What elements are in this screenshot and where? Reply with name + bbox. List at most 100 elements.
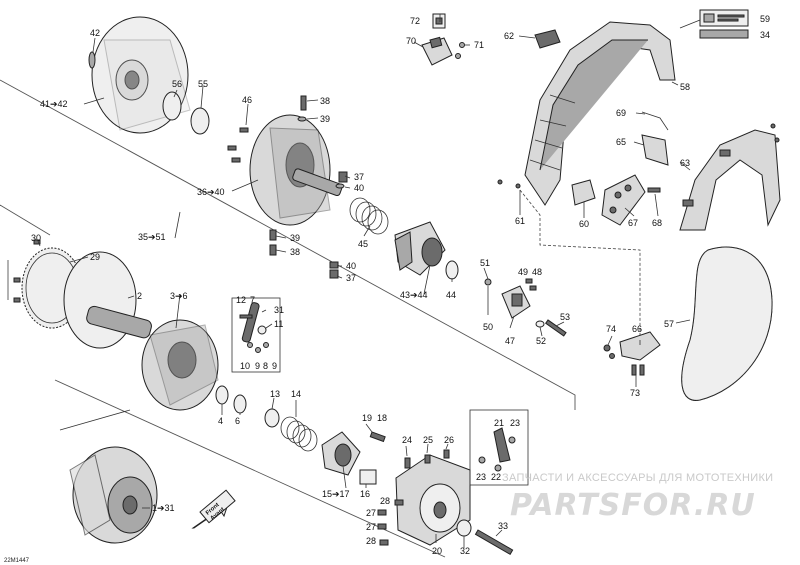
callout-40-lower: 40 bbox=[346, 261, 357, 271]
callout-73: 73 bbox=[630, 388, 641, 398]
callout-48: 48 bbox=[532, 267, 543, 277]
callout-27-lower: 27 bbox=[366, 522, 377, 532]
callout-2: 2 bbox=[137, 291, 143, 301]
callout-55: 55 bbox=[198, 79, 209, 89]
washer-44 bbox=[445, 260, 459, 280]
callout-9-left: 9 bbox=[255, 361, 261, 371]
callout-72: 72 bbox=[410, 16, 421, 26]
callout-67: 67 bbox=[628, 218, 639, 228]
knob-62 bbox=[534, 29, 561, 49]
plate-13 bbox=[264, 408, 280, 428]
plate-60 bbox=[571, 179, 596, 206]
bracket-67 bbox=[601, 174, 646, 226]
lock-kit-box bbox=[469, 409, 529, 486]
callout-69: 69 bbox=[616, 108, 627, 118]
callout-31-lever: 31 bbox=[274, 305, 285, 315]
callout-8: 8 bbox=[263, 361, 269, 371]
callout-23-lower: 23 bbox=[476, 472, 487, 482]
callout-60: 60 bbox=[579, 219, 590, 229]
callout-46: 46 bbox=[242, 95, 253, 105]
callout-47: 47 bbox=[505, 336, 516, 346]
callout-34: 34 bbox=[760, 30, 771, 40]
movable-sheave-3-6 bbox=[141, 319, 219, 411]
washer-55 bbox=[190, 107, 210, 135]
callout-41-42: 41➔42 bbox=[40, 99, 68, 109]
leader-lines bbox=[37, 14, 701, 548]
spring-45 bbox=[349, 197, 389, 235]
bushing-16 bbox=[359, 469, 377, 485]
washer-51 bbox=[484, 278, 492, 286]
callout-11: 11 bbox=[274, 319, 284, 329]
callout-71: 71 bbox=[474, 40, 485, 50]
callout-40-upper: 40 bbox=[354, 183, 365, 193]
callout-20: 20 bbox=[432, 546, 443, 556]
callout-28-upper: 28 bbox=[380, 496, 391, 506]
callout-37-upper: 37 bbox=[354, 172, 365, 182]
callout-7: 7 bbox=[250, 295, 256, 305]
clip-69 bbox=[641, 111, 669, 131]
ring-42 bbox=[88, 51, 96, 69]
callout-57: 57 bbox=[664, 319, 675, 329]
callout-38-lower: 38 bbox=[290, 247, 301, 257]
callout-43-44: 43➔44 bbox=[400, 290, 428, 300]
callout-33: 33 bbox=[498, 521, 509, 531]
callout-50: 50 bbox=[483, 322, 494, 332]
diagram-code: 22M1447 bbox=[4, 558, 30, 564]
callout-19: 19 bbox=[362, 413, 373, 423]
callout-22: 22 bbox=[491, 472, 502, 482]
cap-47 bbox=[501, 285, 531, 319]
callout-53: 53 bbox=[560, 312, 571, 322]
callout-26: 26 bbox=[444, 435, 455, 445]
screw-39b bbox=[269, 229, 277, 241]
watermark-caption: ЗАПЧАСТИ И АКСЕССУАРЫ ДЛЯ МОТОТЕХНИКИ bbox=[502, 472, 774, 484]
callout-24: 24 bbox=[402, 435, 413, 445]
drive-belt-57 bbox=[681, 246, 773, 401]
roller-37 bbox=[338, 171, 348, 183]
separator-line-left bbox=[0, 204, 51, 236]
callout-28-lower: 28 bbox=[366, 536, 377, 546]
bracket-66 bbox=[619, 331, 661, 361]
callout-52: 52 bbox=[536, 336, 547, 346]
callout-30: 30 bbox=[31, 233, 42, 243]
belt-guard-58 bbox=[524, 21, 676, 206]
washer-52 bbox=[535, 320, 545, 328]
spider-15-17 bbox=[321, 431, 361, 476]
movable-sheave-upper bbox=[249, 114, 343, 226]
callout-51: 51 bbox=[480, 258, 491, 268]
callout-39-lower: 39 bbox=[290, 233, 301, 243]
callout-29: 29 bbox=[90, 252, 101, 262]
fixed-sheave-2 bbox=[63, 251, 152, 349]
callout-74: 74 bbox=[606, 324, 617, 334]
complete-drive-pulley bbox=[69, 446, 158, 544]
callout-9-right: 9 bbox=[272, 361, 278, 371]
lock-21 bbox=[493, 427, 511, 463]
callout-21: 21 bbox=[494, 418, 505, 428]
callout-38-upper: 38 bbox=[320, 96, 331, 106]
callout-14: 14 bbox=[291, 389, 302, 399]
callout-12: 12 bbox=[236, 295, 247, 305]
callout-39-upper: 39 bbox=[320, 114, 331, 124]
callout-61: 61 bbox=[515, 216, 526, 226]
bolt-33 bbox=[474, 529, 514, 556]
callout-16: 16 bbox=[360, 489, 371, 499]
callout-4: 4 bbox=[218, 416, 224, 426]
callout-56: 56 bbox=[172, 79, 183, 89]
pin-18 bbox=[369, 431, 386, 443]
callout-63: 63 bbox=[680, 158, 691, 168]
callout-68: 68 bbox=[652, 218, 663, 228]
lever-7 bbox=[239, 302, 269, 353]
callout-23-upper: 23 bbox=[510, 418, 521, 428]
screw-46a bbox=[239, 127, 249, 133]
spider-assembly-43-44 bbox=[394, 221, 446, 276]
callout-32: 32 bbox=[460, 546, 471, 556]
decal-34 bbox=[699, 29, 749, 39]
callout-25: 25 bbox=[423, 435, 434, 445]
callout-3-6: 3➔6 bbox=[170, 291, 188, 301]
callout-62: 62 bbox=[504, 31, 515, 41]
spring-14 bbox=[280, 416, 318, 452]
callout-65: 65 bbox=[616, 137, 627, 147]
callout-70: 70 bbox=[406, 36, 417, 46]
callout-6: 6 bbox=[235, 416, 241, 426]
callout-36-40: 36➔40 bbox=[197, 187, 225, 197]
bolt-68 bbox=[647, 187, 661, 193]
